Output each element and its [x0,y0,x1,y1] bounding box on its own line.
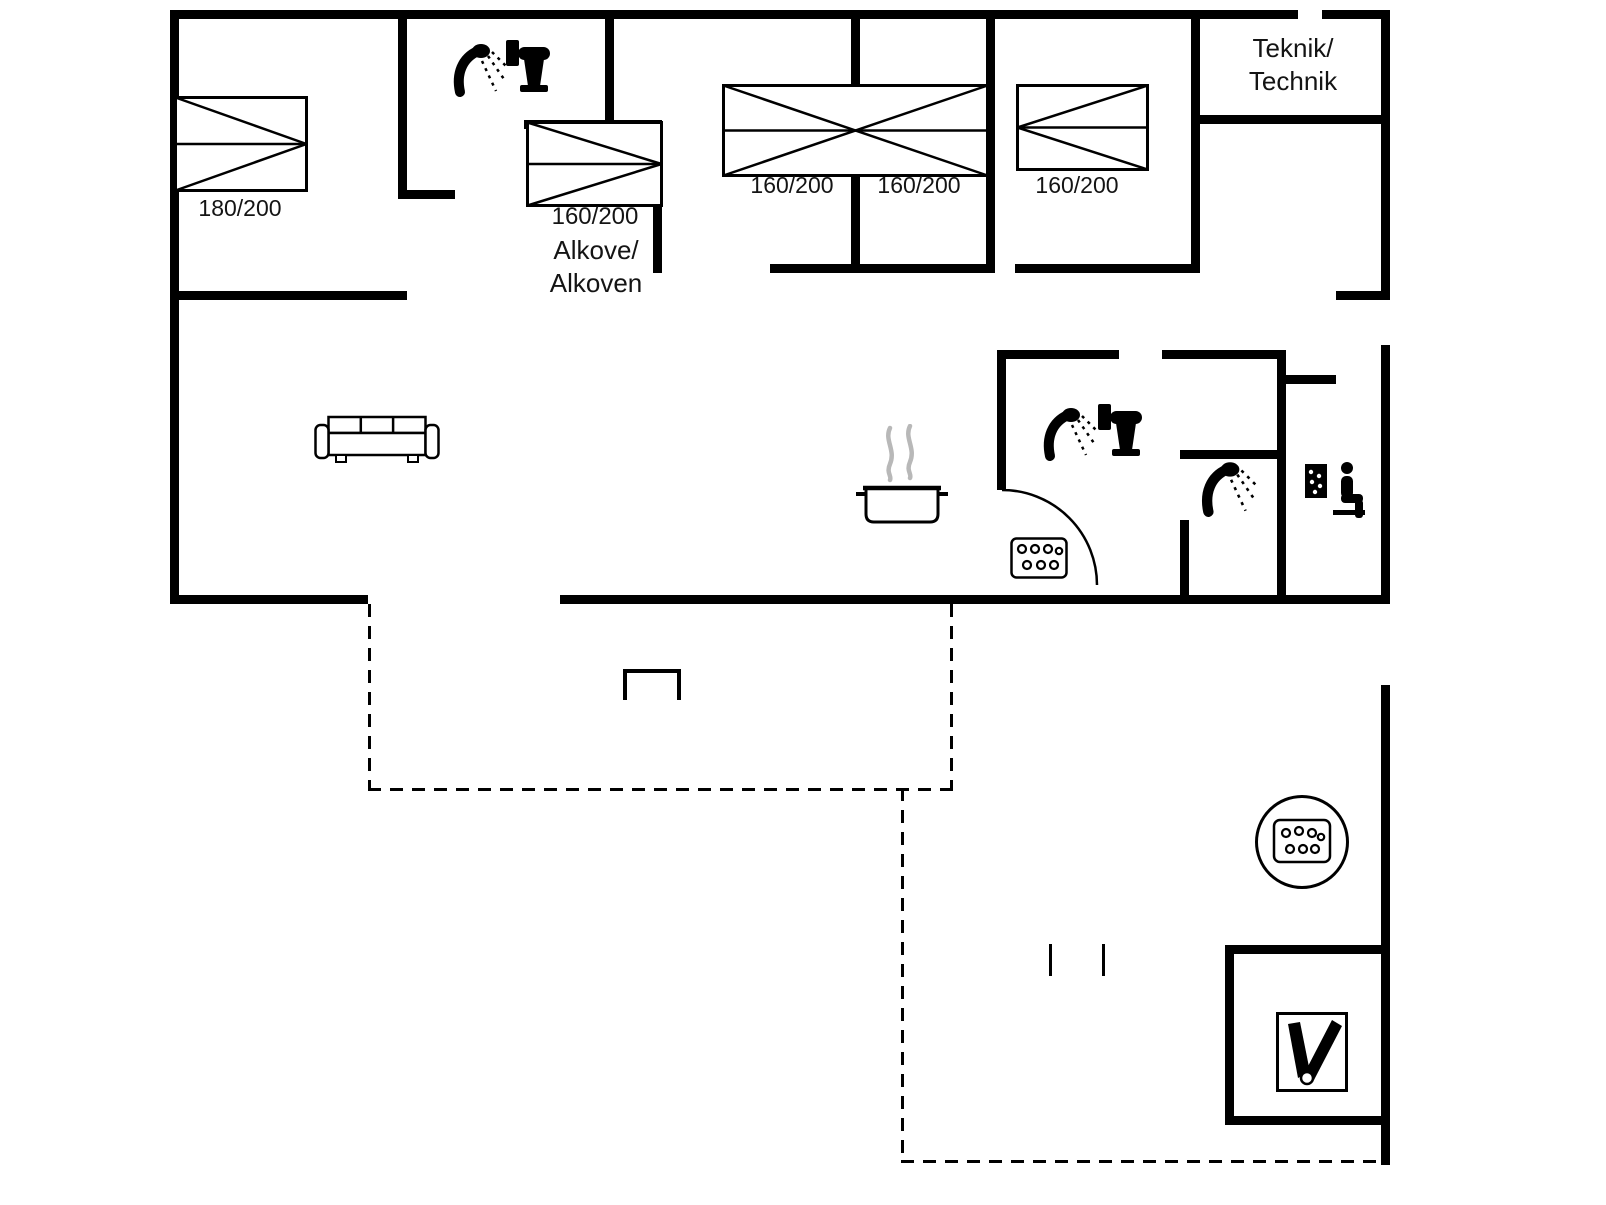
alcove-label: Alkove/ Alkoven [520,234,672,300]
wall-bottom-left [170,595,368,604]
wall-teknik-south [1191,115,1390,124]
terrace-boundary-dashed [950,604,953,788]
wall-bedroom-divider-b [986,10,995,273]
bed-size-label: 160/200 [1035,172,1119,198]
terrace-marker [623,669,681,673]
alcove-label-line1: Alkove/ [553,235,639,265]
wall-right-step [1336,291,1390,300]
wall-shower-north [1180,450,1286,459]
wall-bath-main-north-b [1162,350,1286,359]
single-bed-icon [1016,84,1149,171]
terrace-boundary-dashed [368,788,953,791]
wall-bedrooms-south-a [770,264,986,273]
wall-left [170,10,179,604]
wall-bath-main-west [997,350,1006,490]
stove-icon [1276,1012,1348,1092]
wall-bedroom-divider-c [1191,10,1200,273]
wall-bath-main-north-a [997,350,1119,359]
shower-icon [453,44,509,97]
wall-bottom-main [560,595,1390,604]
door-swing-arc [1001,489,1099,586]
wall-annexroom-south [1225,1116,1390,1125]
toilet-icon [506,40,550,92]
wall-top-main [170,10,1298,19]
wall-bedroom1-south [170,291,407,300]
teknik-room-label: Teknik/ Technik [1212,32,1374,98]
terrace-boundary-dashed [368,604,371,788]
hot-tub-icon [1255,795,1349,889]
wall-right-upper [1381,10,1390,300]
wall-bath-top-east [605,10,614,120]
alcove-bed-icon [526,121,663,207]
wall-annexroom-north [1225,945,1390,954]
teknik-label-line2: Technik [1248,66,1338,96]
shower-icon [1202,462,1259,517]
single-bed-icon [174,96,308,192]
wall-annexroom-west [1225,945,1234,1125]
teknik-label-line1: Teknik/ [1252,33,1334,63]
double-bed-icon [722,84,989,177]
terrace-boundary-dashed [901,788,904,1163]
sauna-icon [1305,462,1365,518]
alcove-label-line2: Alkoven [549,268,643,298]
wall-shower-west [1180,520,1189,604]
wall-right-lower [1381,345,1390,604]
terrace-marker [677,669,681,700]
wall-right-annex [1381,685,1390,1165]
hob-icon [1010,537,1068,579]
terrace-boundary-dashed [901,1160,1381,1163]
cooking-pot-steam-icon [856,424,948,524]
shower-icon [1043,408,1099,461]
wall-bedroom1-east [398,10,407,190]
wall-top-right [1322,10,1390,19]
bed-size-label: 160/200 [877,172,961,198]
wall-sauna-west [1277,350,1286,604]
toilet-icon [1098,404,1142,456]
bed-size-label: 180/200 [198,195,282,221]
wall-bath-top-south [398,190,455,199]
bed-size-label: 160/200 [551,203,639,230]
sofa-icon [314,415,440,463]
bed-size-label: 160/200 [750,172,834,198]
marker-line [1049,944,1052,976]
wall-sauna-north [1286,375,1336,384]
terrace-marker [623,669,627,700]
marker-line [1102,944,1105,976]
wall-bedrooms-south-b [1015,264,1195,273]
